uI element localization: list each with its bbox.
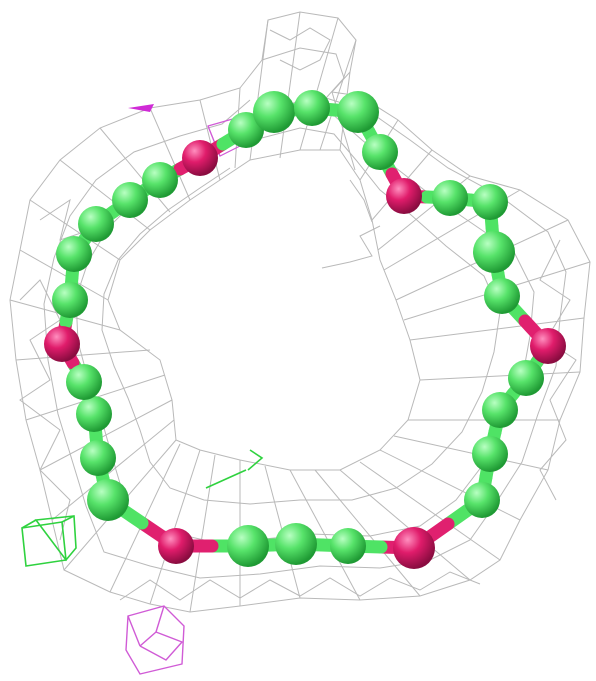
carbon-atom — [472, 184, 508, 220]
carbon-atom — [275, 523, 317, 565]
oxygen-atom — [530, 328, 566, 364]
carbon-atom — [227, 525, 269, 567]
oxygen-atom — [44, 326, 80, 362]
carbon-atom — [473, 231, 515, 273]
carbon-atom — [78, 206, 114, 242]
mesh-fragment — [321, 225, 381, 269]
carbon-atom — [142, 162, 178, 198]
ring-bonds — [55, 101, 555, 555]
carbon-atom — [253, 91, 295, 133]
oxygen-atom — [182, 140, 218, 176]
carbon-atom — [66, 364, 102, 400]
carbon-atom — [484, 278, 520, 314]
carbon-atom — [228, 112, 264, 148]
carbon-atom — [56, 236, 92, 272]
green-axis-marker — [205, 449, 264, 489]
carbon-atom — [472, 436, 508, 472]
carbon-atom — [294, 90, 330, 126]
carbon-atom — [508, 360, 544, 396]
carbon-atom — [87, 479, 129, 521]
oxygen-atom — [393, 527, 435, 569]
carbon-atom — [52, 282, 88, 318]
carbon-atom — [362, 134, 398, 170]
carbon-atom — [330, 528, 366, 564]
magenta-arrow-marker — [128, 104, 154, 112]
ring-atoms — [44, 90, 566, 569]
mesh-outer-contour — [9, 11, 591, 613]
carbon-atom — [482, 392, 518, 428]
mesh-fragment — [349, 179, 373, 223]
carbon-atom — [112, 182, 148, 218]
oxygen-atom — [386, 178, 422, 214]
oxygen-atom — [158, 528, 194, 564]
mesh-inner-contour — [107, 149, 421, 471]
carbon-atom — [337, 91, 379, 133]
carbon-atom — [80, 440, 116, 476]
carbon-atom — [432, 180, 468, 216]
carbon-atom — [464, 482, 500, 518]
green-wire-cube-marker — [21, 515, 77, 567]
carbon-atom — [76, 396, 112, 432]
magenta-wire-cube-marker — [125, 605, 185, 675]
